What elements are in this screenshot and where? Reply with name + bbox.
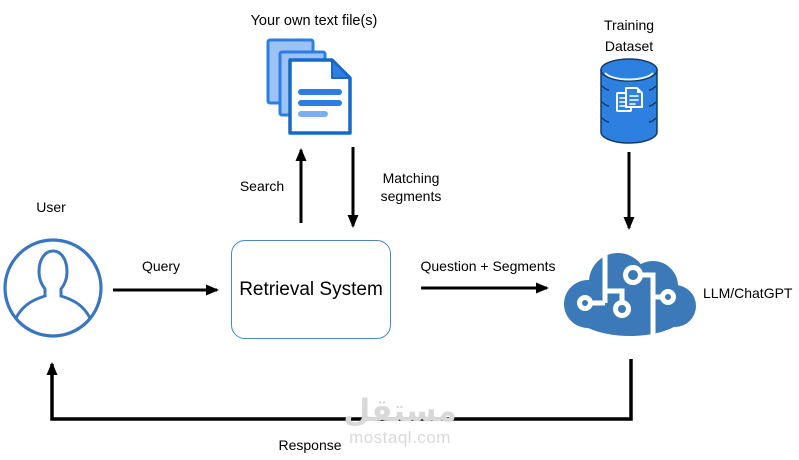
search-label: Search bbox=[239, 178, 285, 194]
llm-label: LLM/ChatGPT bbox=[703, 285, 793, 301]
response-arrow bbox=[46, 359, 633, 421]
cloud-shape bbox=[564, 253, 696, 336]
database-icon bbox=[600, 58, 658, 144]
retrieval-system-label: Retrieval System bbox=[239, 278, 383, 300]
user-label: User bbox=[36, 199, 66, 215]
retrieval-system-node: Retrieval System bbox=[231, 240, 391, 339]
training-label-line2: Dataset bbox=[604, 38, 654, 54]
training-label-line1: Training bbox=[603, 17, 655, 33]
files-label: Your own text file(s) bbox=[250, 13, 378, 29]
watermark-logo: مستقل bbox=[343, 393, 457, 429]
documents-icon bbox=[266, 38, 352, 135]
question-segments-label: Question + Segments bbox=[420, 258, 556, 274]
matching-segments-label: Matching segments bbox=[381, 169, 442, 205]
user-icon bbox=[3, 238, 103, 338]
llm-cloud-icon bbox=[564, 253, 696, 336]
document-front bbox=[288, 58, 352, 135]
watermark-domain: mostaql.com bbox=[349, 428, 451, 447]
training-dataset-label: Training Dataset bbox=[604, 15, 654, 57]
response-label: Response bbox=[278, 437, 342, 453]
watermark: مستقل mostaql.com bbox=[343, 394, 456, 447]
matching-label-line1: Matching bbox=[382, 170, 440, 186]
database-doc-glyph bbox=[616, 87, 643, 112]
matching-label-line2: segments bbox=[380, 188, 442, 204]
query-label: Query bbox=[141, 258, 181, 274]
circuit-traces bbox=[577, 255, 676, 335]
